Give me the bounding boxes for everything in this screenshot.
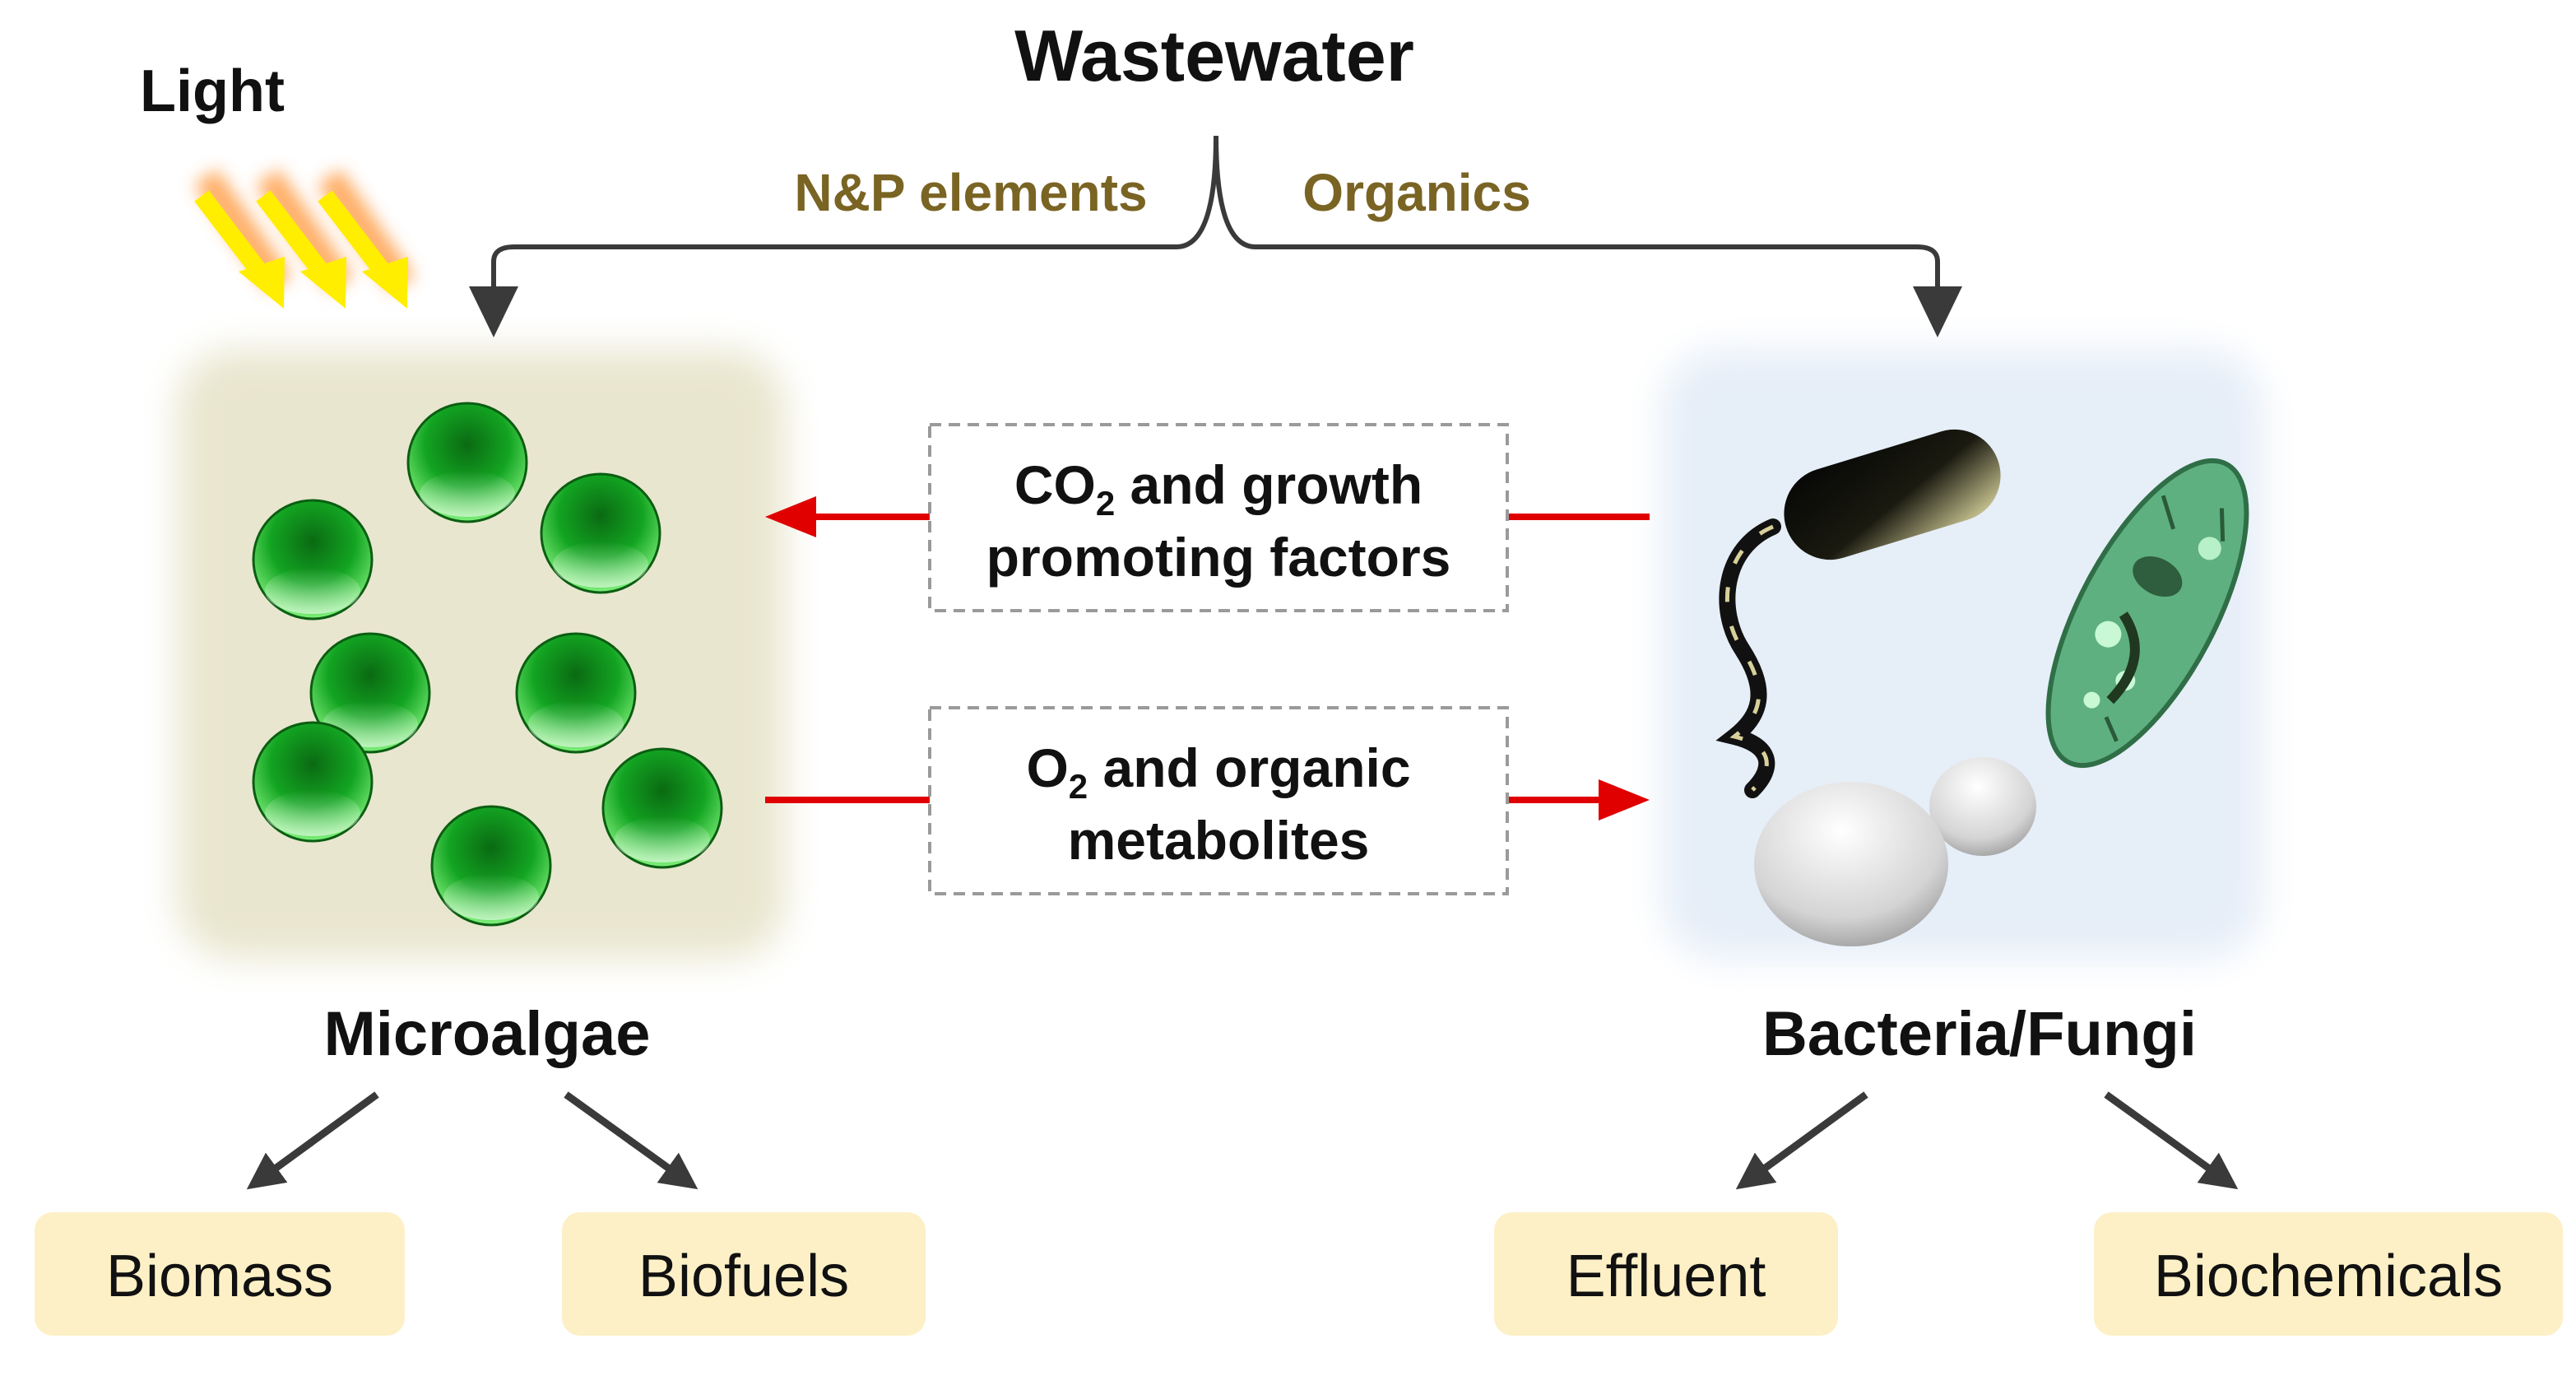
arrow-to-biofuels <box>564 1091 699 1190</box>
np-elements-label: N&P elements <box>794 163 1147 222</box>
algae-cell-icon <box>540 472 661 594</box>
arrowhead-right-icon <box>1599 779 1650 820</box>
rod-bacterium-icon <box>1715 429 2001 798</box>
wastewater-brace <box>491 135 1940 286</box>
brace-arrowhead-left <box>469 286 518 337</box>
algae-cell-icon <box>430 805 552 927</box>
light-arrow-icon <box>318 190 408 309</box>
arrow-to-biochemicals <box>2104 1091 2239 1190</box>
light-arrow-icon <box>194 190 285 309</box>
wastewater-title: Wastewater <box>1014 15 1414 96</box>
bacteria-fungi-cells <box>1715 429 2249 946</box>
arrow-to-effluent <box>1735 1091 1868 1190</box>
algae-cell-icon <box>406 402 528 523</box>
arrow-to-biomass <box>246 1091 379 1190</box>
svg-text:Biochemicals: Biochemicals <box>2154 1244 2503 1309</box>
brace-arrowhead-right <box>1913 286 1962 337</box>
product-biomass: Biomass <box>35 1212 405 1336</box>
microalgae-label: Microalgae <box>323 999 650 1069</box>
co2-growth-box <box>928 423 1509 612</box>
algae-cell-icon <box>601 747 723 869</box>
o2-metabolites-box <box>928 706 1509 895</box>
svg-text:Effluent: Effluent <box>1566 1244 1766 1309</box>
product-biochemicals: Biochemicals <box>2094 1212 2563 1336</box>
output-arrows <box>246 1091 2239 1190</box>
product-effluent: Effluent <box>1494 1212 1838 1336</box>
light-label: Light <box>140 58 285 124</box>
protozoan-icon <box>2045 458 2249 769</box>
algae-cell-icon <box>252 721 374 843</box>
algae-cell-icon <box>515 632 637 754</box>
algae-cell-icon <box>252 499 374 621</box>
co2-growth-line1: CO2 and growth <box>1014 454 1423 523</box>
exchange-to-algae: CO2 and growth promoting factors <box>765 423 1650 612</box>
product-biofuels: Biofuels <box>562 1212 926 1336</box>
arrowhead-left-icon <box>765 496 816 537</box>
microalgae-cells <box>252 402 723 927</box>
bacteria-fungi-label: Bacteria/Fungi <box>1762 999 2197 1069</box>
organics-label: Organics <box>1302 163 1530 222</box>
algae-cell-icon <box>309 632 431 754</box>
light-arrows <box>194 169 415 309</box>
o2-metabolites-line2: metabolites <box>1068 810 1370 871</box>
yeast-cells-icon <box>1754 757 2036 946</box>
o2-metabolites-line1: O2 and organic <box>1026 737 1410 806</box>
light-arrow-icon <box>256 190 346 309</box>
co2-growth-line2: promoting factors <box>986 527 1451 588</box>
exchange-to-bacteria: O2 and organic metabolites <box>765 706 1650 895</box>
svg-text:Biomass: Biomass <box>106 1244 333 1309</box>
svg-text:Biofuels: Biofuels <box>638 1244 849 1309</box>
